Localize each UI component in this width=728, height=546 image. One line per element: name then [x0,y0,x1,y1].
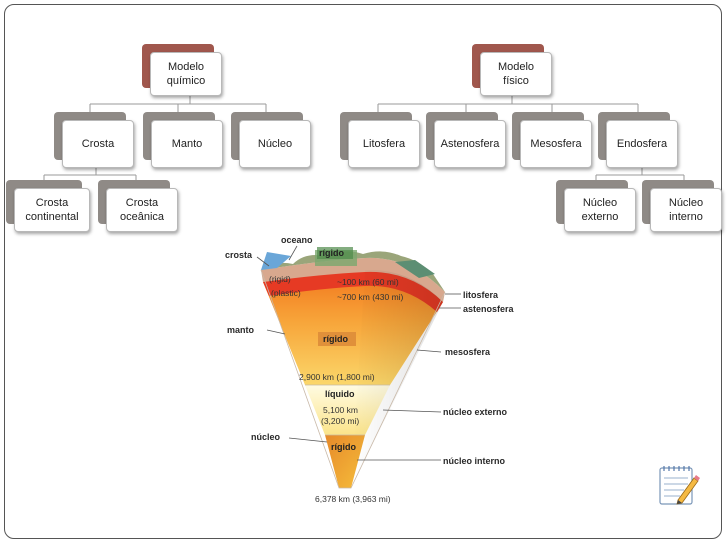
lithosphere-layer [261,257,445,302]
inner-core-node: Núcleo interno [642,180,722,232]
oceanic-crust-node: Crosta oceânica [98,180,178,232]
lithosphere-node: Litosfera [340,112,420,168]
endosphere-label: Endosfera [606,120,678,168]
notepad-pencil-icon [659,466,700,505]
leader-line [382,409,442,413]
inner-core-callout: núcleo interno [443,456,506,466]
depth-2900-label: 2,900 km (1,800 mi) [299,372,375,382]
oceanic-crust-label: Crosta oceânica [106,188,178,232]
lithosphere-label: Litosfera [348,120,420,168]
mantle-callout: manto [227,325,255,335]
depth-100-label: ~100 km (60 mi) [337,277,399,287]
depth-5100-mi-label: (3,200 mi) [321,416,359,426]
leader-line [288,245,298,261]
ocean-layer [395,260,435,278]
wedge-outline [260,269,446,489]
plastic-label: (plastic) [271,288,301,298]
label-backdrop [317,247,353,259]
physical-model-title: Modelo físico [480,52,552,96]
lithosphere-callout: litosfera [463,290,499,300]
ocean-callout: oceano [281,235,313,245]
mesosphere-label: Mesosfera [520,120,592,168]
outer-core-label: Núcleo externo [564,188,636,232]
chemical-model-title: Modelo químico [150,52,222,96]
asthenosphere-node: Astenosfera [426,112,506,168]
label-backdrop [318,332,356,346]
endosphere-node: Endosfera [598,112,678,168]
outer-core-node: Núcleo externo [556,180,636,232]
crust-surface [261,251,445,292]
rigid-small-label: (rigid) [269,274,291,284]
rigid-top-label: rígido [319,248,344,258]
earth-cross-section: rígido (rigid) (plastic) ~100 km (60 mi)… [225,235,515,504]
liquid-label: líquido [325,389,355,399]
crust-callout: crosta [225,250,253,260]
leader-line [288,437,328,443]
crust-label: Crosta [62,120,134,168]
continental-crust-label: Crosta continental [14,188,90,232]
leader-line [256,256,270,267]
depth-6378-label: 6,378 km (3,963 mi) [315,494,391,504]
rigid-core-label: rígido [331,442,356,452]
continental-crust-node: Crosta continental [6,180,90,232]
slide-frame [4,4,722,539]
outer-core-callout: núcleo externo [443,407,508,417]
mantle-label: Manto [151,120,223,168]
mesosphere-node: Mesosfera [512,112,592,168]
wedge-shading [351,269,443,488]
crust-node: Crosta [54,112,134,168]
depth-700-label: ~700 km (430 mi) [337,292,404,302]
core-label: Núcleo [239,120,311,168]
physical-model-node: Modelo físico [472,44,552,96]
inner-core-label: Núcleo interno [650,188,722,232]
rigid-mantle-label: rígido [323,334,348,344]
asthenosphere-label: Astenosfera [434,120,506,168]
mantle-node: Manto [143,112,223,168]
asthenosphere-callout: astenosfera [463,304,515,314]
core-callout: núcleo [251,432,281,442]
leader-line [266,329,286,335]
core-node: Núcleo [231,112,311,168]
depth-5100-label: 5,100 km [323,405,358,415]
chemical-model-node: Modelo químico [142,44,222,96]
leader-line [416,349,442,353]
mesosphere-callout: mesosfera [445,347,491,357]
